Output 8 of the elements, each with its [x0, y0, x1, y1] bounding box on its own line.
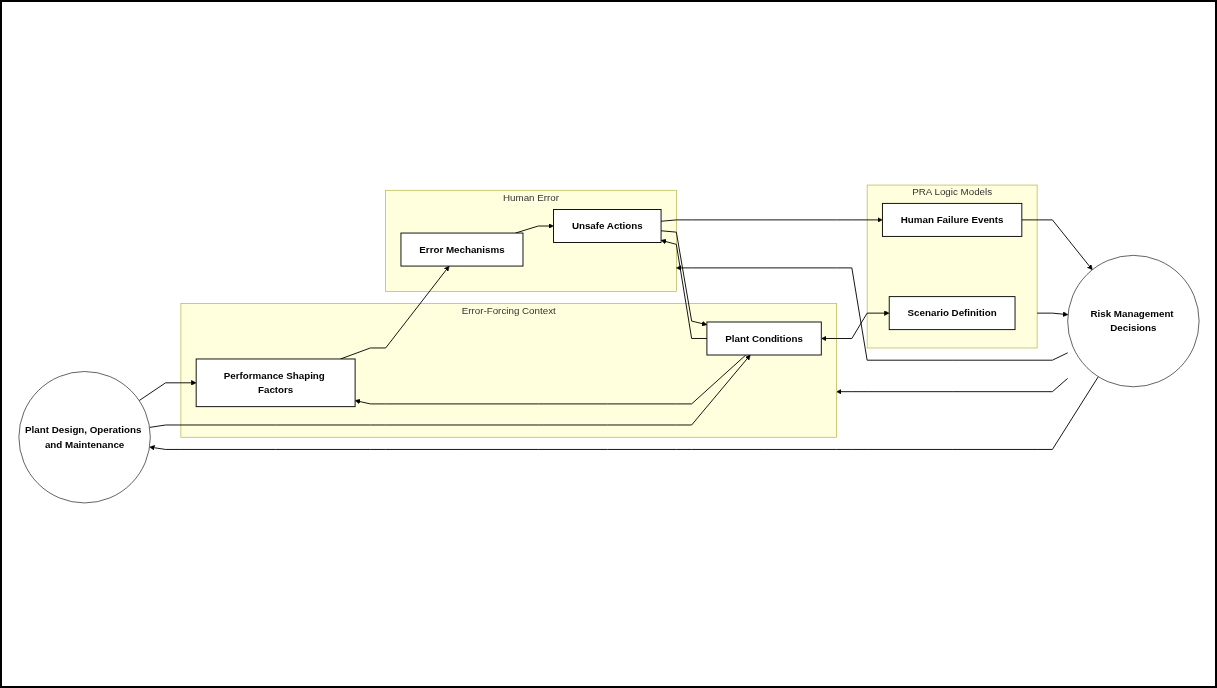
node-box: Unsafe Actions: [552, 209, 661, 243]
node-circle: Plant Design, Operations and Maintenance: [18, 371, 151, 504]
node-box: Plant Conditions: [705, 321, 822, 356]
node-box: Error Mechanisms: [400, 232, 523, 267]
node-box: Human Failure Events: [881, 202, 1022, 237]
node-box: Scenario Definition: [888, 296, 1015, 331]
node-box: Performance Shaping Factors: [195, 358, 356, 408]
node-circle: Risk Management Decisions: [1066, 255, 1199, 388]
